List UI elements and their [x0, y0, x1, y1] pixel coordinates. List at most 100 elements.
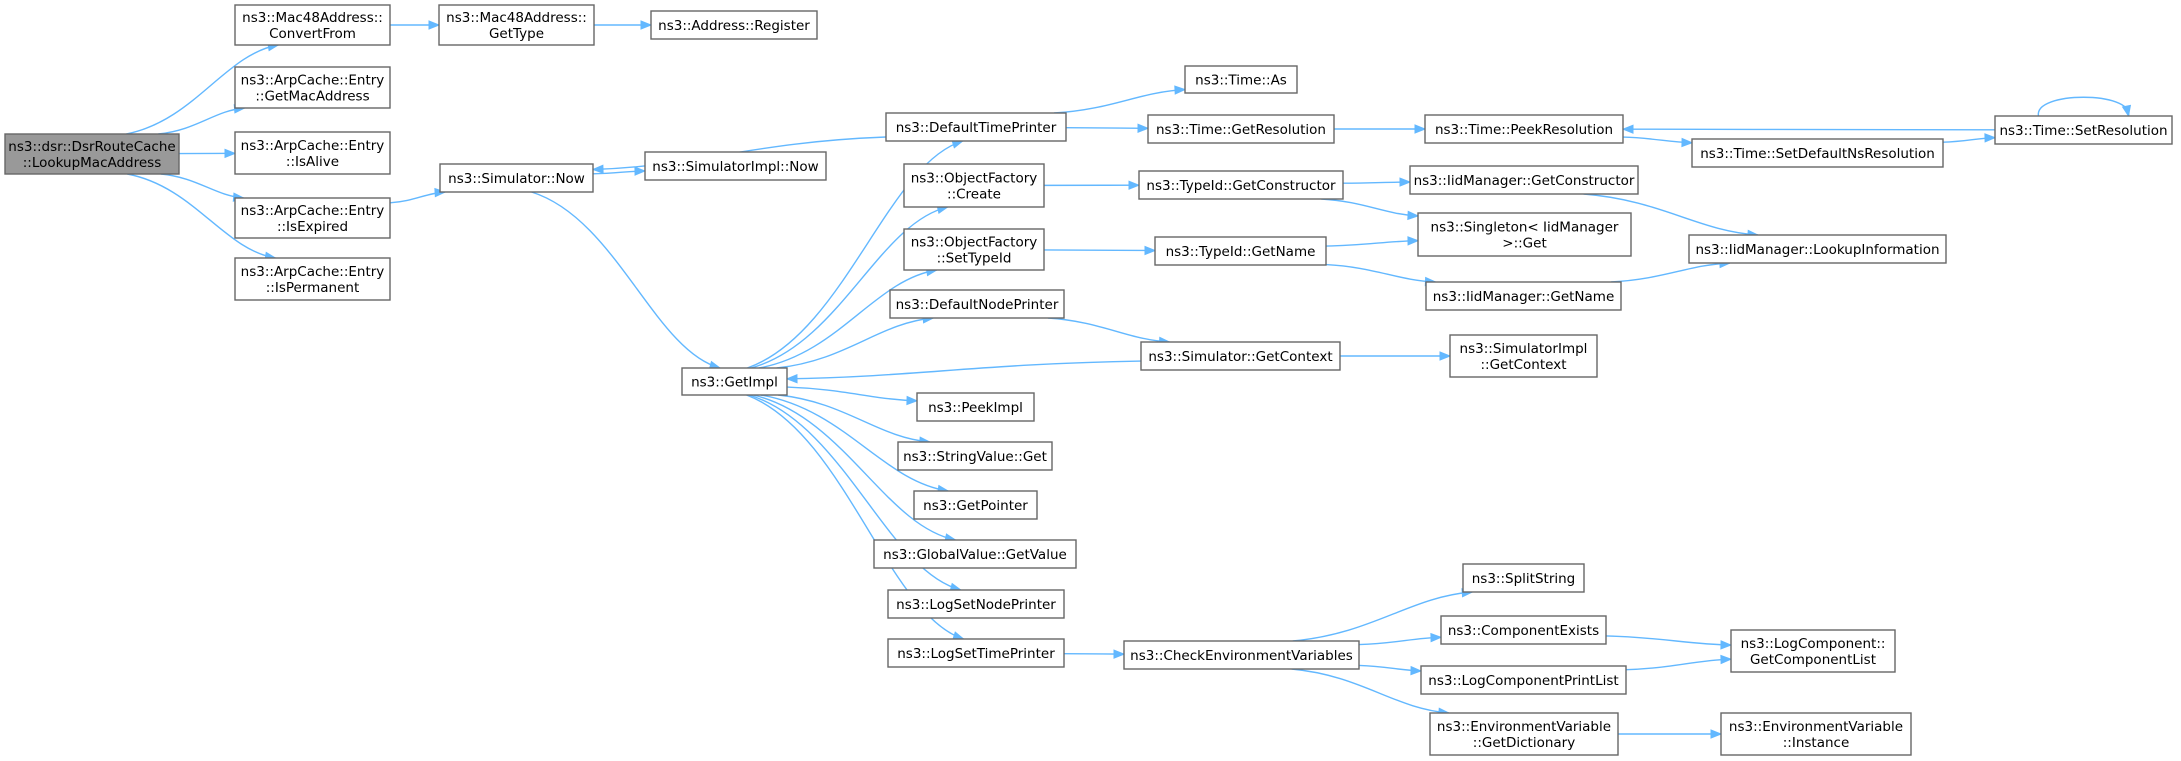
- edge-line: [760, 394, 949, 492]
- node-envvar-instance[interactable]: ns3::EnvironmentVariable::Instance: [1720, 712, 1912, 756]
- node-time-getres[interactable]: ns3::Time::GetResolution: [1147, 114, 1335, 144]
- node-box: [1420, 665, 1627, 695]
- node-box: [1184, 65, 1298, 94]
- edge-line: [748, 394, 961, 591]
- edge-component-exists-to-logcomp-getlist: [1605, 635, 1733, 650]
- arrowhead-icon: [1407, 236, 1420, 246]
- node-logsettimeprinter[interactable]: ns3::LogSetTimePrinter: [887, 638, 1065, 668]
- edge-line: [1611, 262, 1730, 283]
- edge-line: [1622, 128, 1996, 131]
- edge-typeid-getctor-to-singleton-get: [1321, 198, 1420, 221]
- edge-time-peekres-to-time-setdefaultns: [1622, 136, 1694, 148]
- node-envvar-getdict[interactable]: ns3::EnvironmentVariable::GetDictionary: [1429, 712, 1619, 756]
- node-default-time-printer[interactable]: ns3::DefaultTimePrinter: [885, 112, 1067, 142]
- node-label: ::GetContext: [1480, 357, 1566, 373]
- arrowhead-icon: [634, 166, 647, 176]
- node-label: ns3::Simulator::GetContext: [1148, 349, 1332, 365]
- node-iid-lookupinfo[interactable]: ns3::IidManager::LookupInformation: [1688, 234, 1947, 264]
- node-label: ::IsPermanent: [266, 280, 360, 296]
- arrowhead-icon: [1407, 210, 1420, 221]
- node-box: [903, 228, 1045, 271]
- node-time-as[interactable]: ns3::Time::As: [1184, 65, 1298, 94]
- node-arp-isperm[interactable]: ns3::ArpCache::Entry::IsPermanent: [234, 257, 391, 301]
- node-root[interactable]: ns3::dsr::DsrRouteCache::LookupMacAddres…: [4, 133, 180, 175]
- node-simimpl-getcontext[interactable]: ns3::SimulatorImpl::GetContext: [1449, 334, 1598, 378]
- node-sim-getcontext[interactable]: ns3::Simulator::GetContext: [1140, 341, 1341, 371]
- node-box: [1425, 281, 1622, 311]
- edge-line: [158, 107, 245, 135]
- node-mac48-convert[interactable]: ns3::Mac48Address::ConvertFrom: [234, 4, 391, 46]
- node-singleton-get[interactable]: ns3::Singleton< IidManager >::Get: [1417, 212, 1632, 257]
- node-time-peekres[interactable]: ns3::Time::PeekResolution: [1424, 114, 1624, 144]
- node-typeid-getname[interactable]: ns3::TypeId::GetName: [1154, 236, 1327, 266]
- node-typeid-getctor[interactable]: ns3::TypeId::GetConstructor: [1138, 170, 1344, 200]
- node-label: ns3::Singleton< IidManager: [1431, 220, 1619, 236]
- node-box: [889, 289, 1065, 319]
- node-peekimpl[interactable]: ns3::PeekImpl: [916, 392, 1035, 422]
- edge-root-to-arp-isalive: [178, 148, 237, 159]
- node-logsetnodeprinter[interactable]: ns3::LogSetNodePrinter: [887, 589, 1065, 619]
- node-logcomp-getlist[interactable]: ns3::LogComponent::GetComponentList: [1730, 629, 1896, 673]
- edge-line: [1583, 193, 1758, 236]
- arrowhead-icon: [591, 164, 604, 174]
- node-box: [1688, 234, 1947, 264]
- arrowhead-icon: [428, 20, 441, 30]
- node-label: ns3::IidManager::GetName: [1433, 289, 1615, 305]
- node-splitstring[interactable]: ns3::SplitString: [1462, 563, 1585, 593]
- node-label: ns3::ArpCache::Entry: [241, 203, 385, 219]
- arrowhead-icon: [640, 20, 653, 30]
- node-stringvalue-get[interactable]: ns3::StringValue::Get: [897, 441, 1053, 471]
- arrowhead-icon: [2121, 104, 2132, 118]
- node-default-node-printer[interactable]: ns3::DefaultNodePrinter: [889, 289, 1065, 319]
- edge-line: [1605, 635, 1732, 646]
- node-iid-getname[interactable]: ns3::IidManager::GetName: [1425, 281, 1622, 311]
- node-iid-getctor[interactable]: ns3::IidManager::GetConstructor: [1409, 165, 1639, 195]
- node-component-exists[interactable]: ns3::ComponentExists: [1440, 615, 1607, 645]
- node-objfactory-create[interactable]: ns3::ObjectFactory::Create: [903, 163, 1045, 208]
- edge-arp-isexpired-to-sim-now: [389, 187, 447, 204]
- node-box: [885, 112, 1067, 142]
- arrowhead-icon: [906, 395, 919, 406]
- node-box: [1140, 341, 1341, 371]
- node-box: [1691, 138, 1944, 168]
- node-label: ns3::ArpCache::Entry: [241, 264, 385, 280]
- node-label: ns3::Mac48Address::: [446, 10, 587, 26]
- node-sim-now[interactable]: ns3::Simulator::Now: [439, 163, 594, 193]
- edge-logsettimeprinter-to-check-env: [1063, 649, 1126, 659]
- node-time-setres[interactable]: ns3::Time::SetResolution: [1994, 115, 2173, 145]
- node-arp-getmac[interactable]: ns3::ArpCache::Entry::GetMacAddress: [234, 66, 391, 109]
- edge-line: [1625, 658, 1732, 671]
- node-label: ns3::EnvironmentVariable: [1437, 719, 1611, 735]
- node-check-env[interactable]: ns3::CheckEnvironmentVariables: [1123, 640, 1360, 670]
- node-mac48-gettype[interactable]: ns3::Mac48Address::GetType: [438, 4, 595, 46]
- edge-line: [1292, 591, 1473, 642]
- node-label: ConvertFrom: [269, 26, 356, 42]
- node-logcomp-printlist[interactable]: ns3::LogComponentPrintList: [1420, 665, 1627, 695]
- node-globalvalue-getvalue[interactable]: ns3::GlobalValue::GetValue: [873, 539, 1077, 569]
- node-getpointer[interactable]: ns3::GetPointer: [913, 490, 1038, 520]
- node-box: [644, 151, 827, 181]
- node-simimpl-now[interactable]: ns3::SimulatorImpl::Now: [644, 151, 827, 181]
- node-arp-isalive[interactable]: ns3::ArpCache::Entry::IsAlive: [234, 131, 391, 175]
- node-time-setdefaultns[interactable]: ns3::Time::SetDefaultNsResolution: [1691, 138, 1944, 168]
- edge-line: [1047, 317, 1170, 343]
- node-box: [234, 257, 391, 301]
- node-box: [234, 4, 391, 46]
- node-label: ::SetTypeId: [937, 251, 1012, 267]
- edge-line: [127, 173, 276, 259]
- node-label: ns3::dsr::DsrRouteCache: [8, 139, 175, 155]
- node-arp-isexpired[interactable]: ns3::ArpCache::Entry::IsExpired: [234, 197, 391, 239]
- node-getimpl[interactable]: ns3::GetImpl: [681, 367, 788, 396]
- node-box: [1449, 334, 1598, 378]
- edge-logcomp-printlist-to-logcomp-getlist: [1625, 654, 1733, 671]
- node-box: [1424, 114, 1624, 144]
- node-box: [1720, 712, 1912, 756]
- node-label: ns3::Time::SetResolution: [1999, 123, 2167, 139]
- edge-envvar-getdict-to-envvar-instance: [1618, 729, 1723, 739]
- edge-line: [786, 386, 918, 402]
- call-graph-nodes: ns3::dsr::DsrRouteCache::LookupMacAddres…: [4, 4, 2173, 756]
- node-box: [1994, 115, 2173, 145]
- node-objfactory-settypeid[interactable]: ns3::ObjectFactory::SetTypeId: [903, 228, 1045, 271]
- edge-objfactory-create-to-typeid-getctor: [1043, 180, 1141, 190]
- node-addr-register[interactable]: ns3::Address::Register: [650, 10, 818, 40]
